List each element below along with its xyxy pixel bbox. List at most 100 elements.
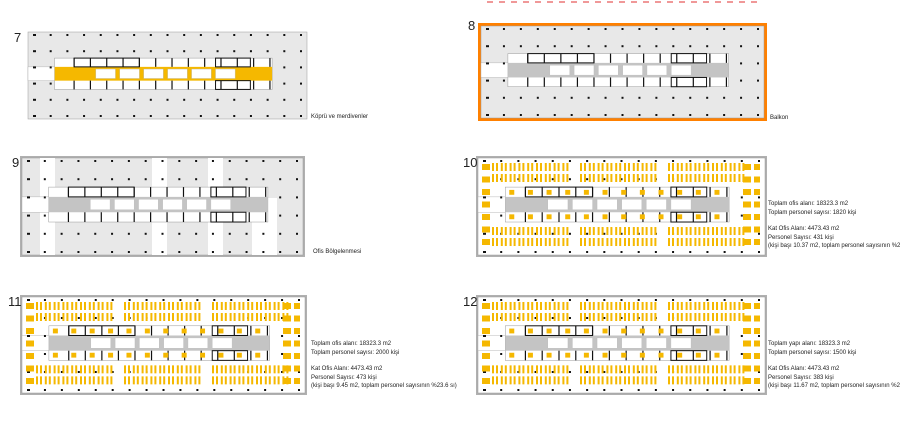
desk-divider <box>46 312 49 322</box>
column <box>228 251 231 253</box>
column <box>534 389 537 391</box>
atrium-void <box>573 64 595 76</box>
meeting-desk <box>677 214 683 220</box>
floor-plan-11 <box>20 295 307 395</box>
column <box>621 96 624 99</box>
column <box>233 50 236 53</box>
desk-divider <box>152 312 155 322</box>
column <box>33 34 36 36</box>
per-person-note: (kişi başı 10.37 m2, toplam personel say… <box>768 243 900 249</box>
column <box>60 371 63 373</box>
desk-divider <box>608 237 611 248</box>
column <box>27 196 30 199</box>
column <box>517 389 520 391</box>
column <box>66 98 69 101</box>
column <box>758 232 760 235</box>
desk-cluster <box>294 303 300 309</box>
column <box>517 317 520 319</box>
desk-divider <box>494 237 496 248</box>
column <box>99 115 102 117</box>
floor-plan-7 <box>27 31 308 120</box>
desk-divider <box>511 226 514 237</box>
desk-divider <box>214 364 216 375</box>
column <box>536 45 539 48</box>
desk-divider <box>634 173 637 183</box>
meeting-desk <box>218 352 224 358</box>
column <box>486 96 489 99</box>
meeting-desk <box>52 328 58 334</box>
desk-divider <box>582 237 584 248</box>
desk-divider <box>722 375 725 386</box>
meeting-desk <box>527 328 533 334</box>
column <box>230 299 233 301</box>
column <box>166 115 169 117</box>
meeting-desk <box>200 352 206 358</box>
column <box>249 115 252 117</box>
desk-divider <box>494 226 496 237</box>
column <box>99 34 102 36</box>
column <box>757 114 759 116</box>
desk-divider <box>582 364 584 375</box>
column <box>568 299 571 301</box>
meeting-desk <box>621 214 627 220</box>
atrium-void <box>622 64 643 76</box>
column <box>706 114 709 116</box>
atrium-void <box>671 64 692 76</box>
column <box>689 389 692 391</box>
desk-divider <box>538 173 540 183</box>
desk-cluster <box>26 328 34 334</box>
panel-10-number: 10 <box>463 155 478 170</box>
meeting-desk <box>236 352 242 358</box>
column <box>266 98 269 101</box>
desk-divider <box>617 375 620 386</box>
panel-9-number: 9 <box>12 155 20 170</box>
desk-divider <box>687 173 690 183</box>
meeting-desk <box>71 328 77 334</box>
desk-divider <box>529 312 532 322</box>
meeting-desk <box>565 352 571 358</box>
desk-divider <box>266 375 269 386</box>
column <box>183 115 186 117</box>
desk-divider <box>643 375 646 386</box>
desk-divider <box>529 301 532 311</box>
desk-cluster <box>754 189 760 195</box>
desk-divider <box>705 237 708 248</box>
desk-divider <box>652 364 655 375</box>
column <box>178 251 181 253</box>
floor-office-area: Kat Ofis Alanı: 4473.43 m2 <box>768 226 840 232</box>
atrium-void <box>143 68 164 79</box>
column <box>534 232 537 235</box>
column <box>757 96 759 99</box>
desk-divider <box>538 375 540 386</box>
column <box>262 251 265 253</box>
column <box>213 299 216 301</box>
column <box>149 50 152 53</box>
desk-divider <box>652 375 655 386</box>
column <box>706 160 709 162</box>
desk-divider <box>555 312 558 322</box>
column <box>723 28 726 30</box>
meeting-desk <box>677 352 683 358</box>
desk-divider <box>143 375 146 386</box>
column <box>283 66 286 69</box>
meeting-desk <box>509 189 515 195</box>
desk-divider <box>46 375 49 386</box>
column <box>127 178 130 181</box>
column <box>689 251 692 253</box>
column <box>296 160 298 162</box>
column <box>551 232 554 235</box>
column <box>689 28 692 30</box>
desk-divider <box>187 301 190 311</box>
desk-divider <box>494 301 496 311</box>
desk-divider <box>643 173 646 183</box>
desk-divider <box>670 312 672 322</box>
desk-divider <box>187 312 190 322</box>
desk-cluster <box>482 214 490 220</box>
desk-divider <box>520 226 523 237</box>
column <box>655 114 658 116</box>
atrium-void <box>596 337 618 349</box>
meeting-desk <box>200 328 206 334</box>
desk-divider <box>73 364 76 375</box>
column <box>586 317 589 319</box>
desk-divider <box>187 375 190 386</box>
